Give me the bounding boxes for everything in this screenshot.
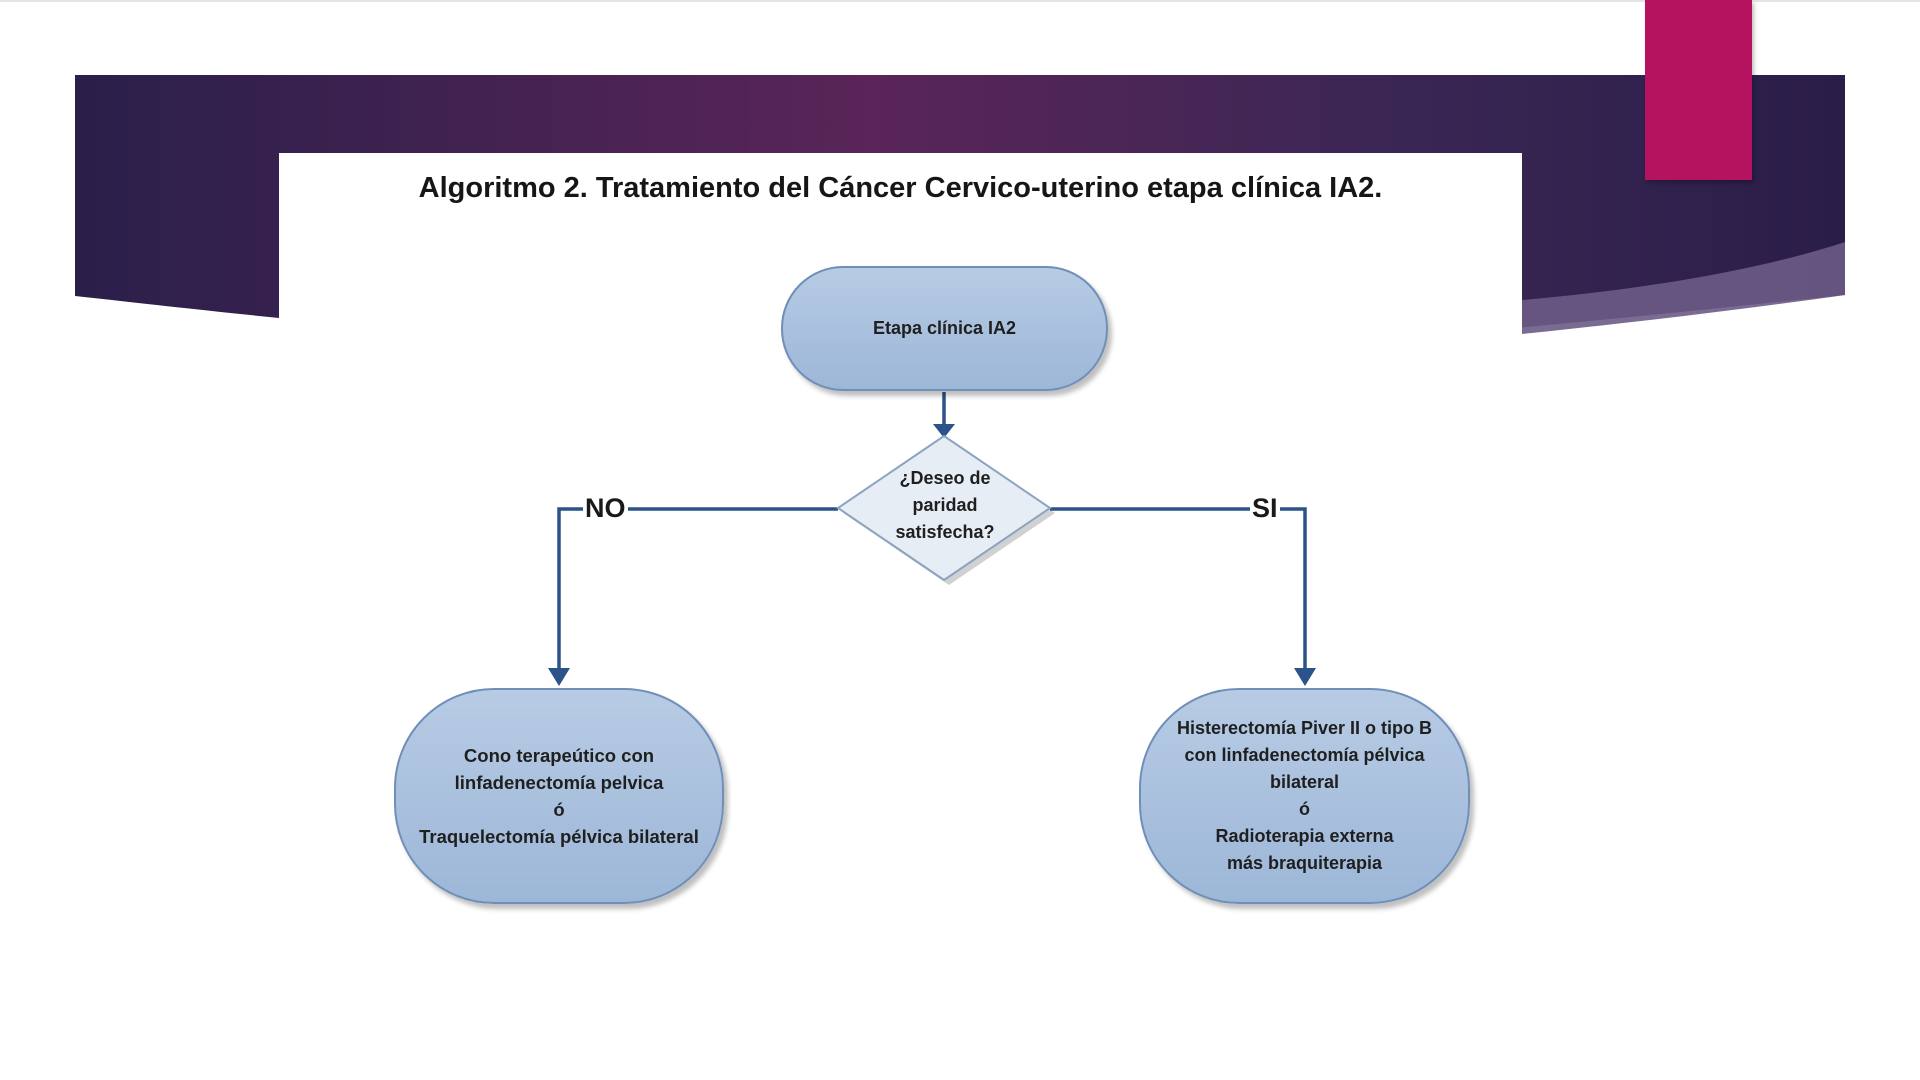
decision-line: paridad xyxy=(912,495,978,515)
outcome-si-line: con linfadenectomía pélvica xyxy=(1184,745,1425,765)
arrowhead-si xyxy=(1294,668,1316,686)
outcome-no-line: linfadenectomía pelvica xyxy=(454,772,664,793)
decision-label: ¿Deseo de paridad satisfecha? xyxy=(870,465,1020,546)
branch-si-label: SI xyxy=(1250,493,1280,523)
outcome-si-line: más braquiterapia xyxy=(1226,853,1383,873)
outcome-no-node: Cono terapeútico con linfadenectomía pel… xyxy=(394,688,724,904)
arrowhead-no xyxy=(548,668,570,686)
outcome-no-line: ó xyxy=(553,799,565,820)
arrowhead-decision xyxy=(933,424,955,438)
start-node-label: Etapa clínica IA2 xyxy=(872,318,1017,338)
accent-tab xyxy=(1645,0,1752,180)
outcome-si-line: Radioterapia externa xyxy=(1215,826,1394,846)
start-node: Etapa clínica IA2 xyxy=(781,266,1108,391)
outcome-no-line: Traquelectomía pélvica bilateral xyxy=(419,826,699,847)
outcome-no-line: Cono terapeútico con xyxy=(463,745,655,766)
connector-no xyxy=(557,507,838,670)
decision-diamond xyxy=(836,434,1052,582)
decision-line: satisfecha? xyxy=(895,522,995,542)
outcome-si-node: Histerectomía Piver II o tipo B con linf… xyxy=(1139,688,1470,904)
top-rule xyxy=(0,0,1920,2)
diagram-title: Algoritmo 2. Tratamiento del Cáncer Cerv… xyxy=(418,172,1383,204)
branch-no-label: NO xyxy=(583,493,628,523)
outcome-si-line: bilateral xyxy=(1269,772,1339,792)
outcome-si-line: Histerectomía Piver II o tipo B xyxy=(1176,718,1433,738)
decision-line: ¿Deseo de xyxy=(899,468,991,488)
connector-si xyxy=(1050,507,1307,670)
outcome-si-line: ó xyxy=(1298,799,1310,819)
